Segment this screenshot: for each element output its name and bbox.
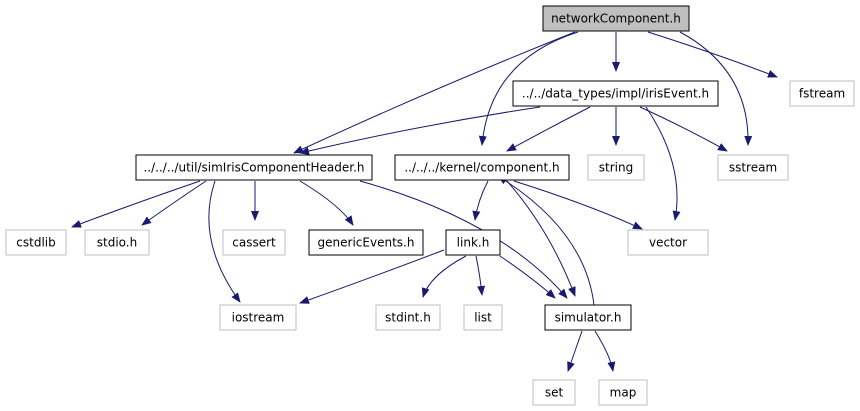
edge-simIris-to-iostream: [208, 180, 241, 303]
node-label-component: ../../../kernel/component.h: [404, 161, 559, 175]
node-label-fstream: fstream: [799, 87, 845, 101]
edge-link-to-iostream: [299, 249, 445, 304]
edge-irisEvent-to-simIris: [299, 106, 541, 155]
node-box-irisEvent: [512, 80, 719, 107]
node-label-set: set: [545, 386, 564, 400]
node-genericEvents[interactable]: genericEvents.h: [308, 229, 424, 256]
node-label-stdio: stdio.h: [97, 236, 137, 250]
edge-irisEvent-to-vector: [645, 106, 681, 221]
node-label-cstdlib: cstdlib: [16, 236, 55, 250]
node-box-simulator: [544, 304, 632, 331]
node-box-set: [532, 379, 576, 406]
node-label-irisEvent: ../../data_types/impl/irisEvent.h: [522, 87, 709, 101]
node-list: list: [463, 304, 503, 331]
node-box-iostream: [219, 304, 297, 331]
edge-link-to-simulator: [499, 255, 556, 299]
node-box-fstream: [789, 80, 855, 107]
node-box-map: [598, 379, 648, 406]
edge-networkComponent-to-fstream: [647, 31, 778, 78]
node-label-simulator: simulator.h: [555, 311, 622, 325]
node-label-networkComponent: networkComponent.h: [551, 12, 681, 26]
node-cstdlib: cstdlib: [5, 229, 67, 256]
node-irisEvent[interactable]: ../../data_types/impl/irisEvent.h: [512, 80, 719, 107]
edge-component-to-link: [472, 180, 489, 221]
edge-irisEvent-to-sstream: [639, 106, 728, 152]
edges-layer: [71, 31, 778, 372]
node-stdint: stdint.h: [375, 304, 441, 331]
node-box-string: [587, 154, 645, 181]
node-simIris[interactable]: ../../../util/simIrisComponentHeader.h: [135, 154, 373, 181]
node-stdio: stdio.h: [84, 229, 150, 256]
edge-component-to-simulator: [506, 180, 576, 297]
node-map: map: [598, 379, 648, 406]
node-component[interactable]: ../../../kernel/component.h: [394, 154, 570, 181]
node-box-stdint: [375, 304, 441, 331]
node-label-cassert: cassert: [232, 236, 276, 250]
edge-simulator-to-set: [567, 330, 583, 372]
edge-simulator-to-component: [497, 175, 595, 306]
node-box-list: [463, 304, 503, 331]
node-label-string: string: [599, 161, 633, 175]
node-link[interactable]: link.h: [445, 229, 501, 256]
edge-networkComponent-to-component: [478, 31, 579, 146]
node-label-genericEvents: genericEvents.h: [318, 236, 415, 250]
node-sstream: sstream: [717, 154, 789, 181]
node-label-sstream: sstream: [729, 161, 777, 175]
node-label-vector: vector: [649, 236, 687, 250]
node-box-link: [445, 229, 501, 256]
edge-simIris-to-genericEvents: [299, 180, 354, 226]
edge-irisEvent-to-component: [506, 106, 591, 152]
node-networkComponent[interactable]: networkComponent.h: [542, 5, 690, 32]
edge-simIris-to-cstdlib: [71, 180, 201, 228]
node-box-component: [394, 154, 570, 181]
edge-simIris-to-stdio: [141, 180, 207, 226]
node-vector: vector: [627, 229, 709, 256]
node-iostream: iostream: [219, 304, 297, 331]
node-box-genericEvents: [308, 229, 424, 256]
edge-networkComponent-to-simIris: [293, 31, 576, 154]
node-string: string: [587, 154, 645, 181]
node-box-simIris: [135, 154, 373, 181]
edge-link-to-list: [475, 255, 486, 296]
edge-link-to-stdint: [421, 255, 467, 298]
node-box-cassert: [222, 229, 286, 256]
node-label-link: link.h: [457, 236, 490, 250]
node-fstream: fstream: [789, 80, 855, 107]
node-set: set: [532, 379, 576, 406]
node-box-networkComponent: [542, 5, 690, 32]
node-label-stdint: stdint.h: [385, 311, 431, 325]
edge-component-to-vector: [513, 180, 643, 230]
nodes-layer: networkComponent.h ../../data_types/impl/…: [5, 5, 855, 406]
node-box-sstream: [717, 154, 789, 181]
edge-networkComponent-to-sstream: [679, 31, 753, 146]
node-cassert: cassert: [222, 229, 286, 256]
edge-simulator-to-map: [594, 330, 616, 372]
node-label-list: list: [474, 311, 492, 325]
node-label-simIris: ../../../util/simIrisComponentHeader.h: [143, 161, 364, 175]
node-box-vector: [627, 229, 709, 256]
node-label-iostream: iostream: [232, 311, 285, 325]
node-box-stdio: [84, 229, 150, 256]
node-box-cstdlib: [5, 229, 67, 256]
node-label-map: map: [610, 386, 637, 400]
node-simulator[interactable]: simulator.h: [544, 304, 632, 331]
